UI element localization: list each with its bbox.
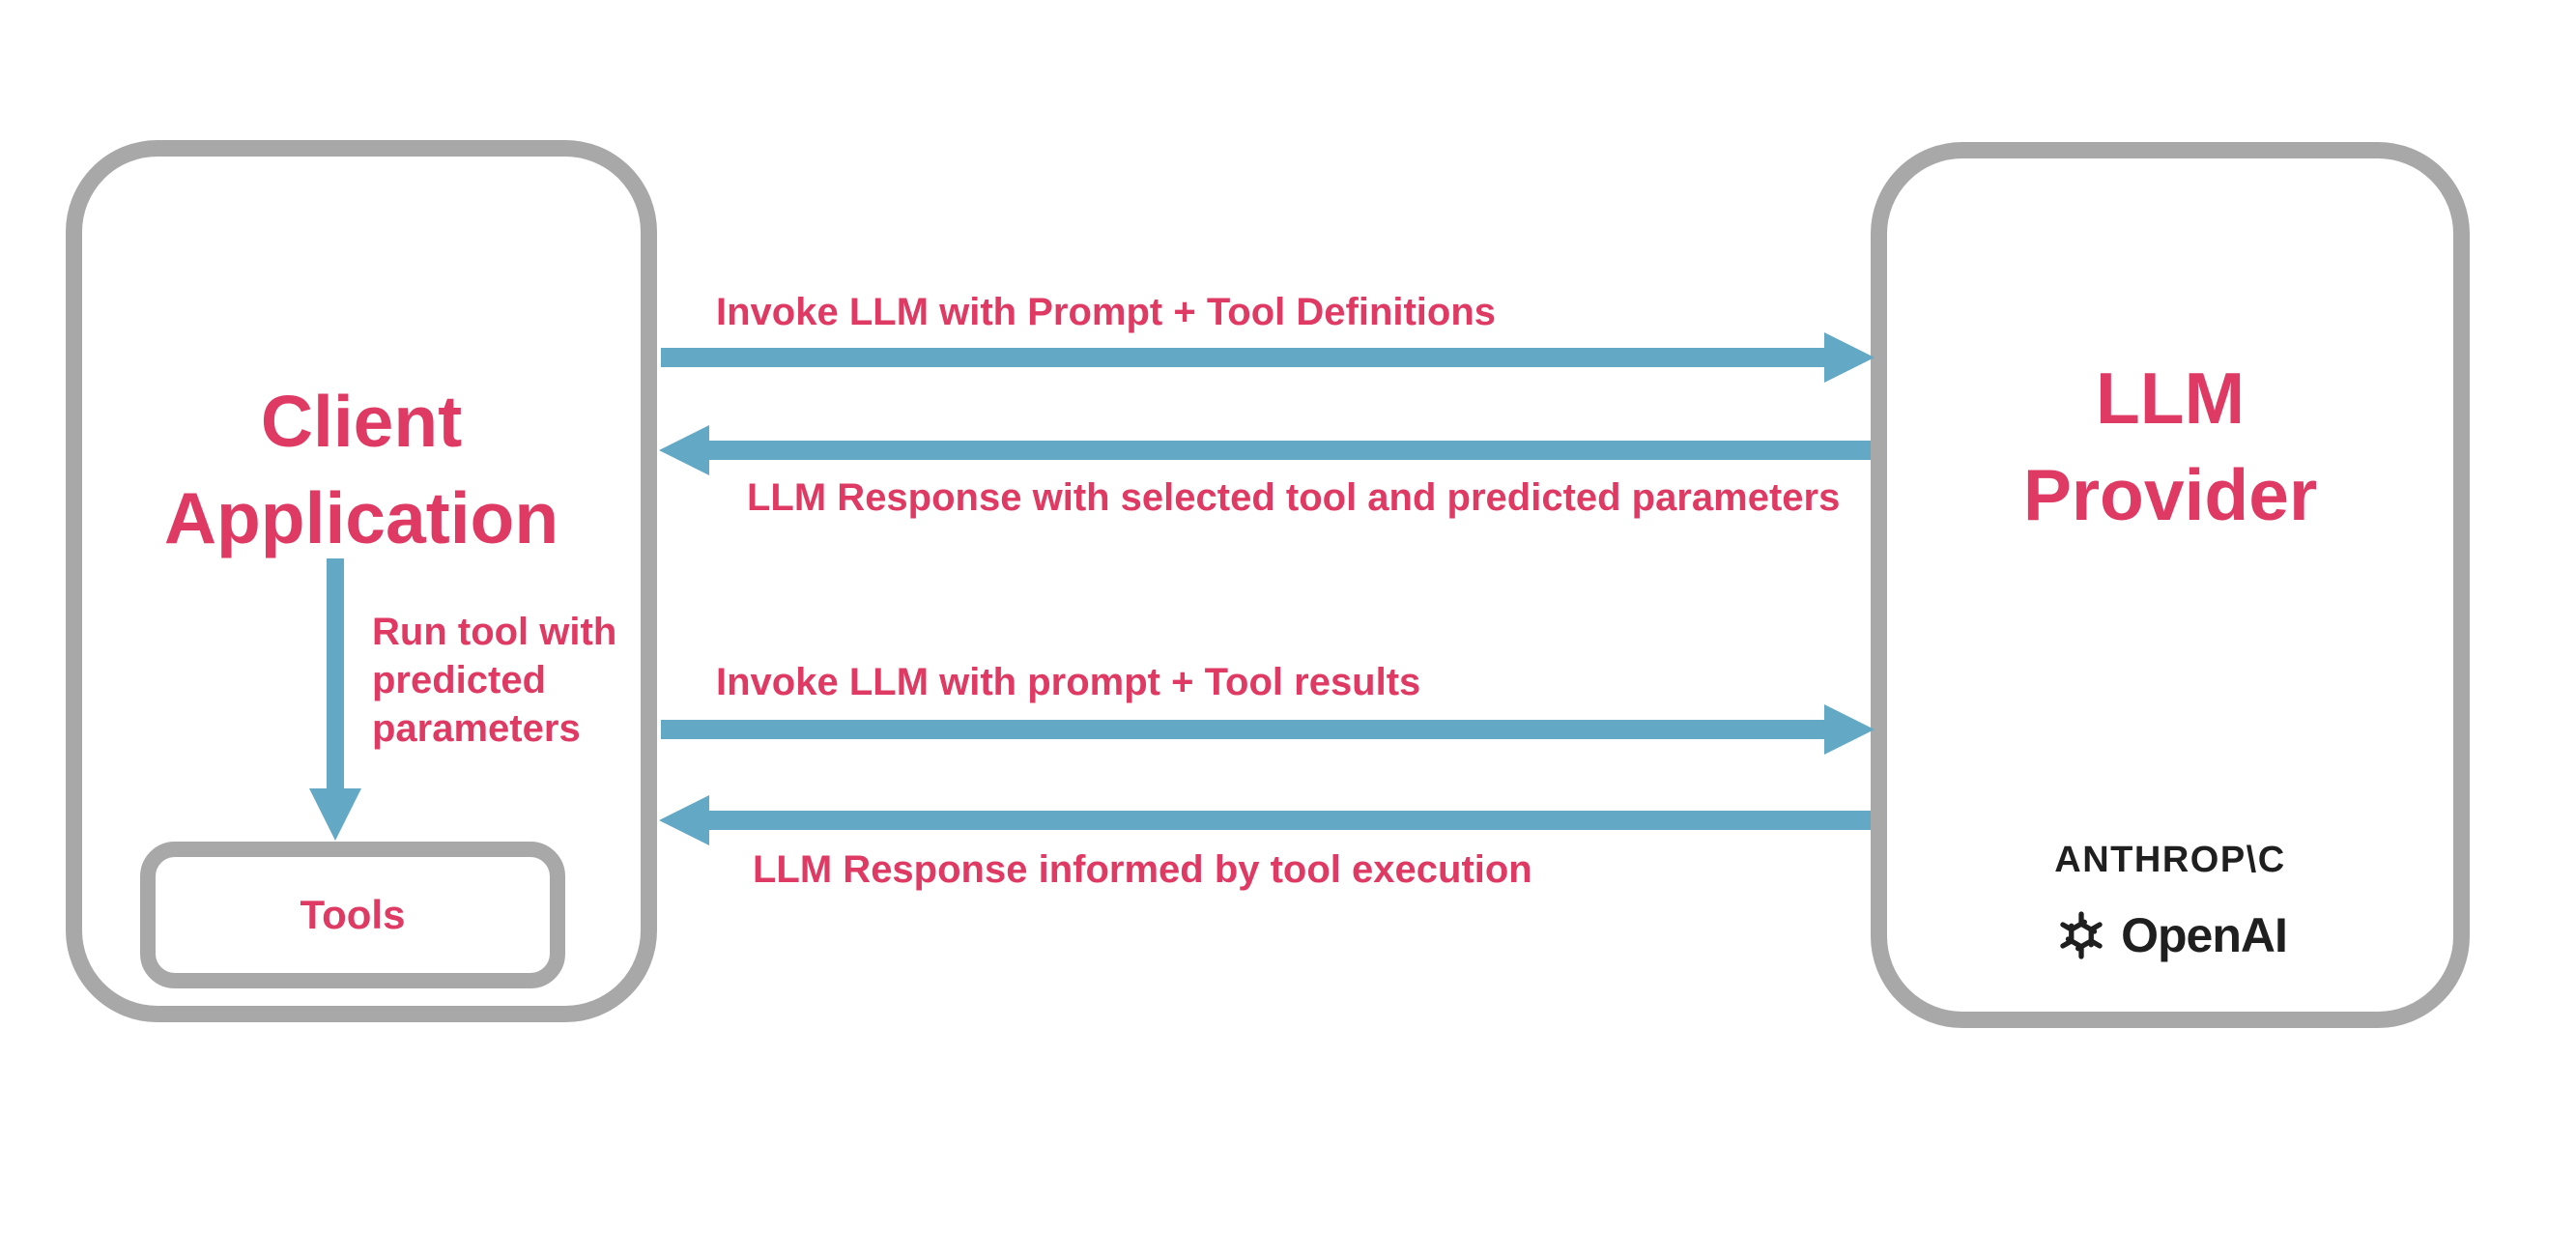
arrow-right-icon <box>1824 332 1875 383</box>
client-application-box <box>66 140 657 1022</box>
tools-label: Tools <box>300 892 406 937</box>
arrow-left-icon <box>659 795 709 845</box>
llm-provider-box <box>1871 142 2470 1028</box>
flow-4-arrow-shaft <box>709 811 1871 830</box>
arrow-down-icon <box>309 788 361 841</box>
openai-logo: OpenAI <box>1871 906 2470 964</box>
arrow-right-icon <box>1824 704 1875 755</box>
flow-2-arrow-shaft <box>709 441 1871 460</box>
openai-logo-text: OpenAI <box>2121 908 2288 962</box>
run-tool-label: Run tool with predicted parameters <box>372 611 617 750</box>
flow-3-label: Invoke LLM with prompt + Tool results <box>716 661 1421 703</box>
tools-box: Tools <box>140 842 565 988</box>
run-tool-arrow-shaft <box>327 558 344 788</box>
flow-2-label: LLM Response with selected tool and pred… <box>747 476 1841 519</box>
anthropic-logo: ANTHROP\C <box>2054 840 2286 880</box>
llm-provider-title: LLM Provider <box>2022 357 2318 535</box>
flow-4-label: LLM Response informed by tool execution <box>753 848 1532 891</box>
flow-1-arrow-shaft <box>661 348 1824 367</box>
flow-3-arrow-shaft <box>661 720 1824 739</box>
flow-1-label: Invoke LLM with Prompt + Tool Definition… <box>716 291 1497 333</box>
arrow-left-icon <box>659 425 709 475</box>
client-application-title: Client Application <box>163 381 559 558</box>
openai-logo-icon <box>2060 911 2103 959</box>
